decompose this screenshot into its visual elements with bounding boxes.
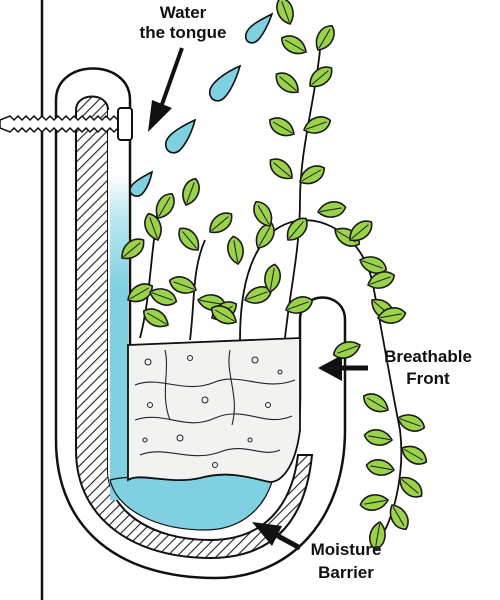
soil-pebbles [142, 355, 283, 468]
label-water-line1: Water [160, 3, 207, 22]
soil-texture [134, 349, 296, 457]
leaf-icon [224, 234, 247, 267]
label-moisture-barrier: Moisture Barrier [311, 540, 382, 582]
arrow-icon-water [148, 47, 184, 132]
leaf-icon [362, 426, 395, 449]
label-barrier-line2: Barrier [318, 563, 374, 582]
label-front-line2: Front [406, 369, 450, 388]
water-drop-icon [208, 64, 242, 102]
water-drops [129, 12, 274, 197]
water-drop-icon [244, 12, 274, 44]
leaf-icon [270, 67, 304, 99]
water-drop-icon [164, 118, 197, 154]
leaf-icon [204, 207, 238, 239]
leaf-icon [364, 456, 397, 479]
label-barrier-line1: Moisture [311, 540, 382, 559]
arrow-icon-barrier [252, 522, 302, 551]
leaf-icon [139, 303, 173, 333]
water-drop-icon [129, 170, 154, 197]
leaf-icon [265, 112, 299, 142]
label-water: Water the tongue [140, 3, 227, 42]
leaf-icon [277, 30, 311, 60]
leaf-icon [178, 175, 204, 209]
label-front-line1: Breathable [384, 347, 472, 366]
soil-body [127, 337, 301, 483]
label-breathable-front: Breathable Front [384, 347, 472, 388]
leaf-icon [358, 491, 391, 514]
label-water-line2: the tongue [140, 23, 227, 42]
arrow-icon-front [318, 355, 368, 381]
leaf-icon [359, 388, 393, 418]
leaf-icon [264, 153, 298, 185]
leaf-icon [397, 440, 431, 470]
leaf-icon [272, 0, 298, 28]
leaf-icon [304, 61, 338, 93]
leaf-icon [281, 212, 313, 246]
nail-icon [0, 107, 133, 141]
leaf-icon [173, 222, 205, 256]
water-tongue [110, 175, 128, 500]
leaf-icon [310, 21, 340, 55]
leaf-icon [315, 198, 348, 221]
